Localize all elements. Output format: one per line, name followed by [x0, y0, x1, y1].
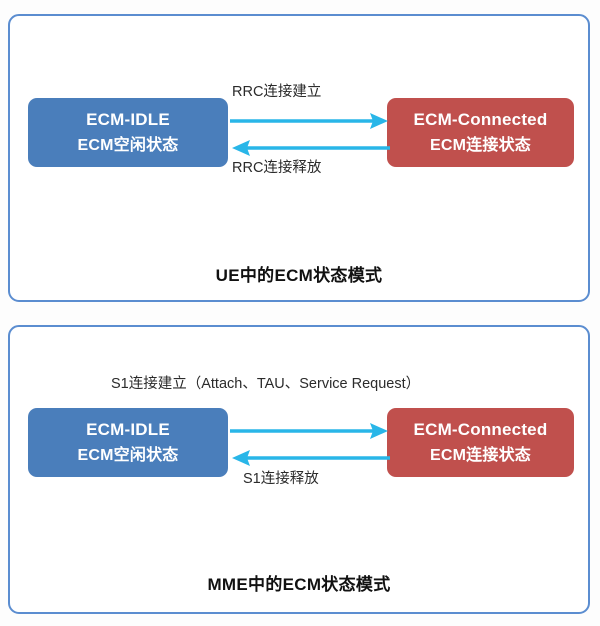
transition-label-s1-establish: S1连接建立（Attach、TAU、Service Request） — [111, 376, 421, 392]
panel-caption-mme: MME中的ECM状态模式 — [207, 575, 391, 594]
transition-label-rrc-release: RRC连接释放 — [232, 160, 322, 176]
state-title-en: ECM-IDLE — [86, 419, 170, 439]
state-title-en: ECM-IDLE — [86, 109, 170, 129]
state-title-zh: ECM空闲状态 — [77, 447, 179, 465]
panel-mme-ecm-states: S1连接建立（Attach、TAU、Service Request） ECM-I… — [8, 325, 590, 614]
state-title-en: ECM-Connected — [413, 109, 548, 129]
state-title-zh: ECM连接状态 — [430, 447, 531, 465]
transition-label-s1-release: S1连接释放 — [243, 471, 319, 487]
state-box-ecm-idle-ue: ECM-IDLE ECM空闲状态 — [28, 98, 228, 167]
arrow-right-establish — [230, 423, 388, 439]
transition-label-rrc-establish: RRC连接建立 — [232, 84, 322, 100]
panel-caption-ue: UE中的ECM状态模式 — [215, 266, 383, 285]
panel-ue-ecm-states: RRC连接建立 ECM-IDLE ECM空闲状态 ECM-Connected E… — [8, 14, 590, 302]
arrow-left-release — [232, 140, 390, 156]
state-title-zh: ECM空闲状态 — [77, 137, 179, 155]
state-title-en: ECM-Connected — [413, 419, 548, 439]
arrow-left-release — [232, 450, 390, 466]
state-box-ecm-idle-mme: ECM-IDLE ECM空闲状态 — [28, 408, 228, 477]
transition-arrows-mme — [230, 423, 390, 466]
state-box-ecm-connected-mme: ECM-Connected ECM连接状态 — [387, 408, 574, 477]
state-title-zh: ECM连接状态 — [430, 137, 531, 155]
transition-arrows-ue — [230, 113, 390, 156]
arrow-right-establish — [230, 113, 388, 129]
state-box-ecm-connected-ue: ECM-Connected ECM连接状态 — [387, 98, 574, 167]
